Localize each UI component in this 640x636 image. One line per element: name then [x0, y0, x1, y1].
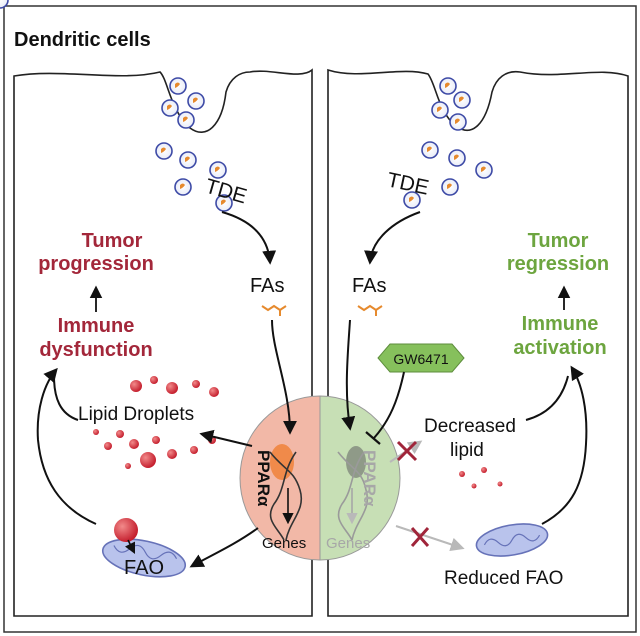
figure-title: Dendritic cells — [14, 29, 151, 51]
right-mitochondrion — [475, 523, 549, 557]
left-outcome-bottom-line1: Immune — [58, 315, 135, 337]
right-ppara-label: PPARα — [360, 450, 379, 507]
right-dna-helix — [337, 451, 369, 541]
right-outcome-bottom-line1: Immune — [522, 313, 599, 335]
block-x-lower — [410, 527, 430, 547]
nucleus-to-fao-arrow — [189, 527, 259, 568]
left-outcome-top-line2: progression — [38, 253, 154, 275]
right-fatty-acid-icon — [357, 304, 383, 316]
left-tde-to-fas-arrow — [221, 211, 277, 265]
inhibition-line — [373, 371, 405, 439]
fao-label: FAO — [124, 557, 164, 579]
left-tde-vesicles — [0, 0, 233, 212]
left-tde-label: TDE — [203, 175, 250, 209]
left-fatty-acid-icon — [261, 304, 287, 316]
right-ppara-protein — [346, 446, 366, 478]
left-mitochondrion — [101, 538, 187, 578]
decreased-lipid-line1: Decreased — [424, 416, 516, 437]
right-loop-arrow-upper — [525, 375, 569, 421]
gw6471-label: GW6471 — [393, 351, 448, 367]
gw6471-inhibitor: GW6471 — [377, 343, 465, 373]
nucleus-to-reduced-fao-arrow — [395, 525, 465, 552]
nucleus-to-lipid-arrow — [199, 429, 253, 447]
left-ppara-label: PPARα — [254, 450, 273, 507]
lipid-droplets-label: Lipid Droplets — [78, 404, 194, 425]
left-fas-label: FAs — [250, 275, 284, 297]
right-fas-label: FAs — [352, 275, 386, 297]
decreased-lipid-line2: lipid — [450, 440, 484, 461]
right-cell-membrane — [327, 68, 629, 617]
left-loop-arrow-upper — [53, 375, 79, 421]
left-dna-helix-strand — [269, 451, 297, 541]
right-outcome-top-line2: regression — [507, 253, 609, 275]
right-nucleus — [319, 395, 401, 561]
right-dna-helix-strand — [337, 451, 365, 541]
left-dna-helix — [269, 451, 303, 541]
left-fas-to-nucleus-arrow — [271, 319, 297, 435]
right-tde-to-fas-arrow — [364, 211, 421, 265]
right-genes-label: Genes — [326, 535, 370, 552]
left-cell-membrane — [13, 68, 313, 617]
right-outcome-top-line1: Tumor — [528, 230, 589, 252]
decreased-lipid-droplets — [459, 467, 503, 489]
fao-lipid-droplet — [114, 518, 138, 542]
droplet-to-fao-arrow — [124, 539, 136, 555]
left-outcome-top-line1: Tumor — [82, 230, 143, 252]
left-genes-label: Genes — [262, 535, 306, 552]
left-loop-arrow-lower — [36, 367, 97, 525]
left-outcome-bottom-line2: dysfunction — [39, 339, 152, 361]
right-outcome-bottom-line2: activation — [513, 337, 606, 359]
right-loop-arrow-lower — [541, 365, 588, 525]
outer-frame — [3, 5, 637, 633]
right-tde-label: TDE — [385, 168, 431, 199]
inhibition-bar — [365, 431, 381, 445]
reduced-fao-label: Reduced FAO — [444, 568, 563, 589]
right-fas-to-nucleus-arrow — [341, 319, 356, 431]
block-x-upper — [396, 440, 418, 462]
